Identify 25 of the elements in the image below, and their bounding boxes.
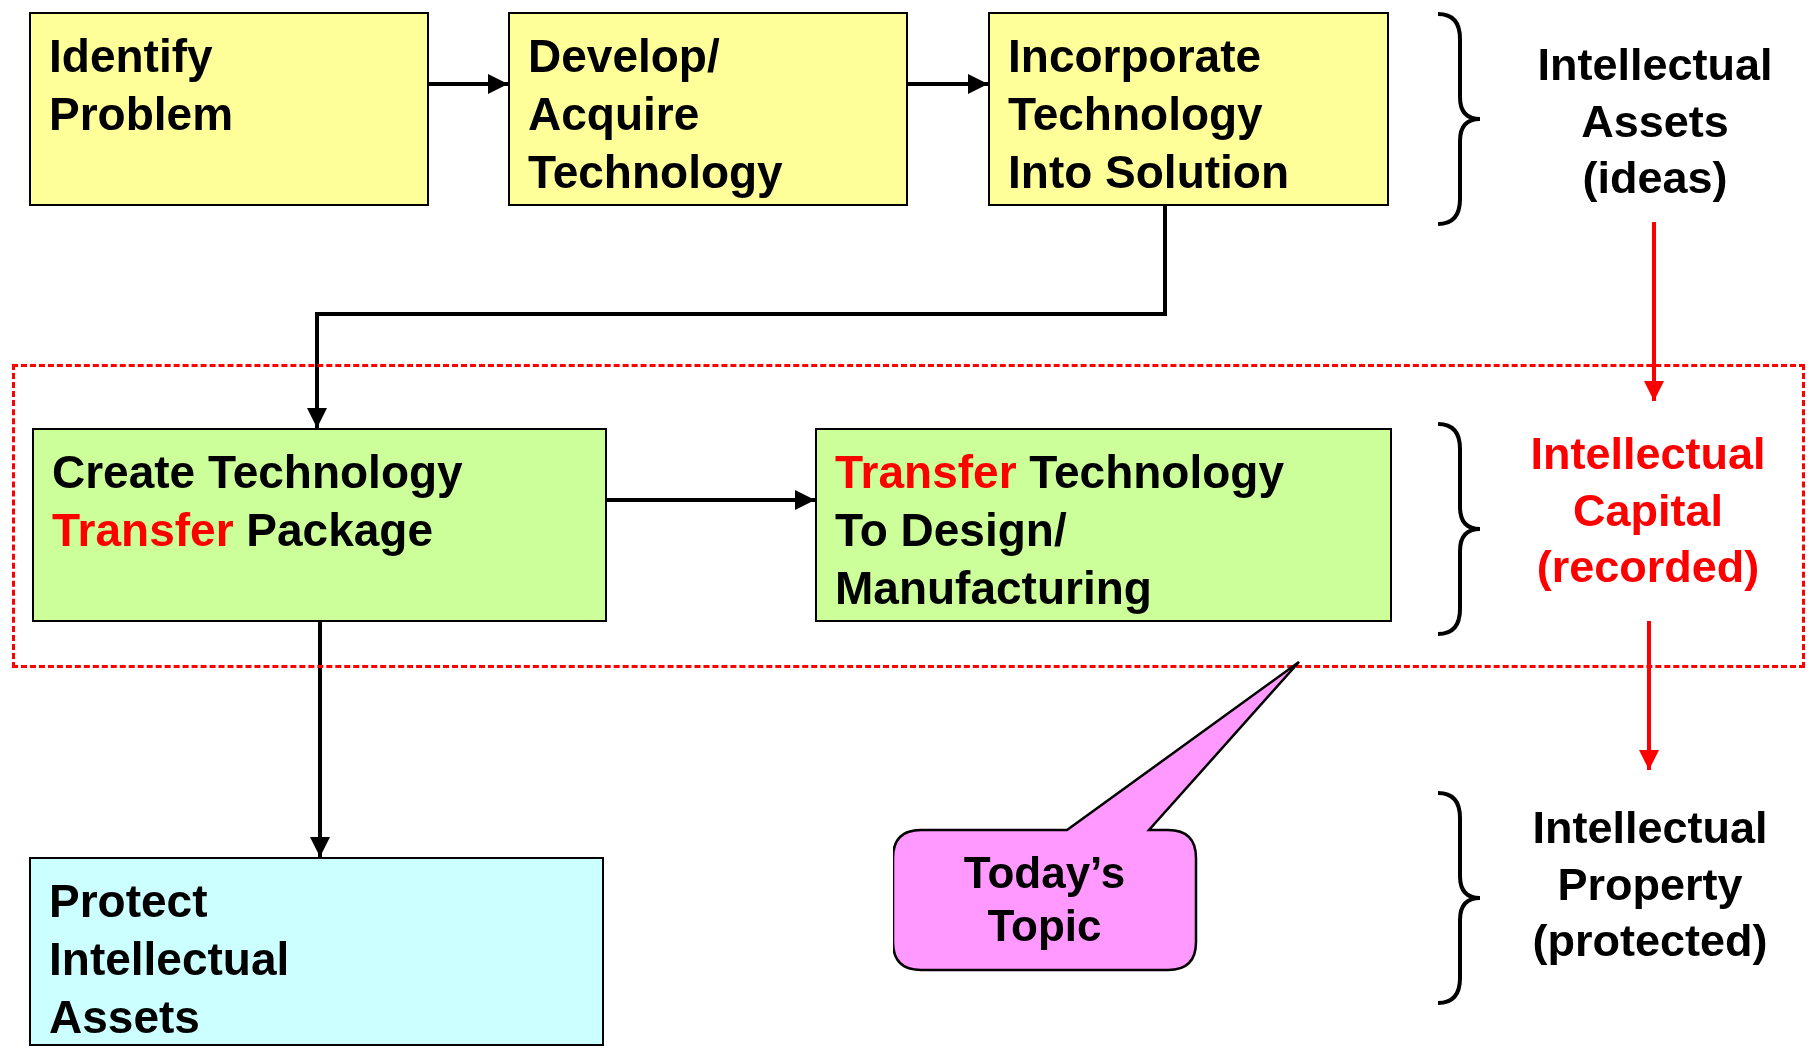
process-box [815, 428, 1392, 622]
box-label: Protect Intellectual Assets [49, 875, 290, 1043]
box-label: Incorporate Technology Into Solution [1008, 30, 1290, 198]
dashed-region [12, 364, 1805, 668]
box-label: Create Technology Transfer Package [52, 446, 463, 556]
box-label: Develop/ Acquire Technology [528, 30, 783, 198]
arrow [1639, 621, 1659, 770]
box-label: Intellectual Capital (recorded) [1529, 426, 1767, 595]
box-label: Identify Problem [49, 30, 234, 140]
arrow [429, 74, 508, 94]
arrow [607, 490, 815, 510]
box-label: Transfer Technology To Design/ Manufacturing [835, 446, 1285, 614]
speech-bubble [893, 660, 1303, 972]
box-label: Today’s Topic [963, 847, 1126, 950]
box-label: Intellectual Assets (ideas) [1536, 37, 1774, 206]
process-box [988, 12, 1389, 206]
process-box [32, 428, 607, 622]
process-box [29, 12, 429, 206]
arrow [908, 74, 988, 94]
arrow [307, 206, 1167, 428]
process-box [508, 12, 908, 206]
arrow [1644, 222, 1664, 401]
process-box [29, 857, 604, 1046]
box-label: Intellectual Property (protected) [1531, 800, 1769, 969]
arrow [310, 622, 330, 857]
